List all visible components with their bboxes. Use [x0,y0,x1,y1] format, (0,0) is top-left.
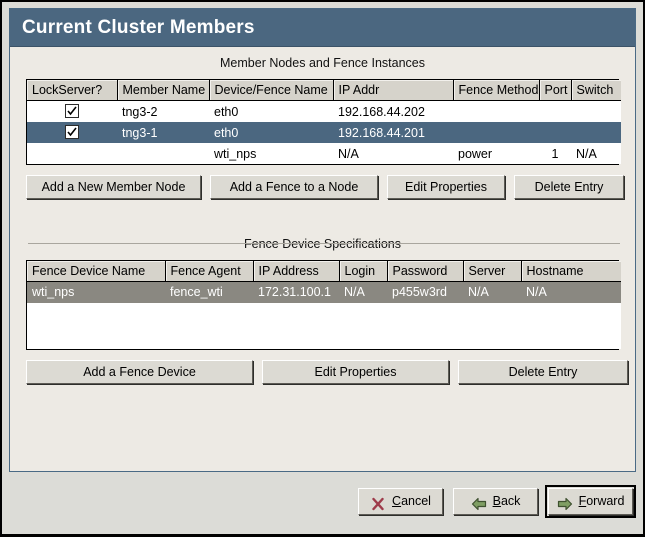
fence-devices-table: Fence Device Name Fence Agent IP Address… [27,261,621,349]
forward-mnemonic: F [578,494,587,508]
panel-body: Member Nodes and Fence Instances LockSer… [10,47,635,471]
section-divider [28,243,620,244]
cell-switch [571,101,621,123]
checkbox-checked-icon[interactable] [65,125,79,139]
content-panel: Current Cluster Members Member Nodes and… [9,8,636,472]
cell-port: 1 [551,146,559,161]
back-label-rest: ack [500,494,521,508]
cell-device-fence-name: wti_nps [214,146,257,161]
table-row[interactable]: wti_nps fence_wti 172.31.100.1 N/A p455w… [27,281,621,303]
delete-fence-entry-button[interactable]: Delete Entry [458,359,628,384]
cell-hostname: N/A [526,285,547,300]
lockserver-checkbox-cell [27,143,117,164]
column-header-lockserver[interactable]: LockServer? [27,80,118,101]
column-header-fence-method[interactable]: Fence Method [453,80,540,101]
cell-ip-address: 172.31.100.1 [258,285,331,300]
cell-member-name: tng3-2 [122,104,158,119]
dialog-title-bar: Current Cluster Members [10,9,635,47]
cell-fence-method [453,122,539,143]
fence-devices-table-wrap: Fence Device Name Fence Agent IP Address… [26,260,621,350]
table-empty-space[interactable] [27,302,621,349]
cell-member-name: tng3-1 [122,125,158,140]
cell-switch: N/A [576,146,597,161]
column-header-login[interactable]: Login [339,261,388,282]
forward-button-label: Forward [579,489,625,514]
checkbox-checked-icon[interactable] [65,104,79,118]
column-header-fence-agent[interactable]: Fence Agent [165,261,254,282]
column-header-ip-address[interactable]: IP Address [253,261,340,282]
cancel-x-icon [370,495,386,510]
column-header-ip-addr[interactable]: IP Addr [333,80,454,101]
add-fence-to-node-button[interactable]: Add a Fence to a Node [210,175,378,199]
member-nodes-table: LockServer? Member Name Device/Fence Nam… [27,80,621,164]
column-header-switch[interactable]: Switch [571,80,621,101]
add-fence-device-button[interactable]: Add a Fence Device [26,359,253,384]
cell-server: N/A [468,285,489,300]
cell-port [539,122,571,143]
member-actions-button-row: Add a New Member Node Add a Fence to a N… [26,175,624,199]
edit-member-properties-button[interactable]: Edit Properties [387,175,505,199]
arrow-left-icon [471,495,487,510]
cell-login: N/A [344,285,365,300]
cell-ip-addr: 192.168.44.201 [338,125,425,140]
cell-member-name [117,143,209,164]
fence-section-caption: Fence Device Specifications [243,237,402,251]
column-header-member-name[interactable]: Member Name [117,80,210,101]
cancel-button[interactable]: Cancel [358,488,443,515]
member-nodes-table-wrap: LockServer? Member Name Device/Fence Nam… [26,79,621,165]
cell-fence-method: power [458,146,493,161]
cancel-label-rest: ancel [401,494,431,508]
delete-member-entry-button[interactable]: Delete Entry [514,175,624,199]
cell-ip-addr: 192.168.44.202 [338,104,425,119]
cell-device-fence-name: eth0 [214,104,239,119]
cell-fence-method [453,101,539,123]
cell-ip-addr: N/A [338,146,359,161]
dialog-footer: Cancel Back Forward [2,473,645,533]
cell-password: p455w3rd [392,285,447,300]
cancel-button-label: Cancel [392,489,431,514]
table-row[interactable]: tng3-1 eth0 192.168.44.201 [27,122,621,143]
cell-switch [571,122,621,143]
column-header-hostname[interactable]: Hostname [521,261,621,282]
table-header-row: Fence Device Name Fence Agent IP Address… [27,261,621,282]
page-title: Current Cluster Members [22,17,255,38]
back-button[interactable]: Back [453,488,538,515]
arrow-right-icon [557,495,573,510]
edit-fence-properties-button[interactable]: Edit Properties [262,359,449,384]
table-row[interactable]: wti_nps N/A power 1 N/A [27,143,621,164]
column-header-server[interactable]: Server [463,261,522,282]
table-header-row: LockServer? Member Name Device/Fence Nam… [27,80,621,101]
cell-fence-device-name: wti_nps [32,285,75,300]
cell-port [539,101,571,123]
column-header-password[interactable]: Password [387,261,464,282]
cell-fence-agent: fence_wti [170,285,223,300]
column-header-device-fence-name[interactable]: Device/Fence Name [209,80,334,101]
lockserver-checkbox-cell[interactable] [27,101,117,123]
members-section-caption: Member Nodes and Fence Instances [220,56,425,70]
back-button-label: Back [493,489,521,514]
cancel-mnemonic: C [392,494,402,508]
add-new-member-node-button[interactable]: Add a New Member Node [26,175,201,199]
table-row[interactable]: tng3-2 eth0 192.168.44.202 [27,100,621,123]
fence-actions-button-row: Add a Fence Device Edit Properties Delet… [26,359,628,384]
column-header-fence-device-name[interactable]: Fence Device Name [27,261,166,282]
column-header-port[interactable]: Port [539,80,572,101]
lockserver-checkbox-cell[interactable] [27,122,117,143]
forward-button[interactable]: Forward [545,485,636,518]
cell-device-fence-name: eth0 [214,125,239,140]
forward-label-rest: orward [586,494,625,508]
back-mnemonic: B [492,494,501,508]
